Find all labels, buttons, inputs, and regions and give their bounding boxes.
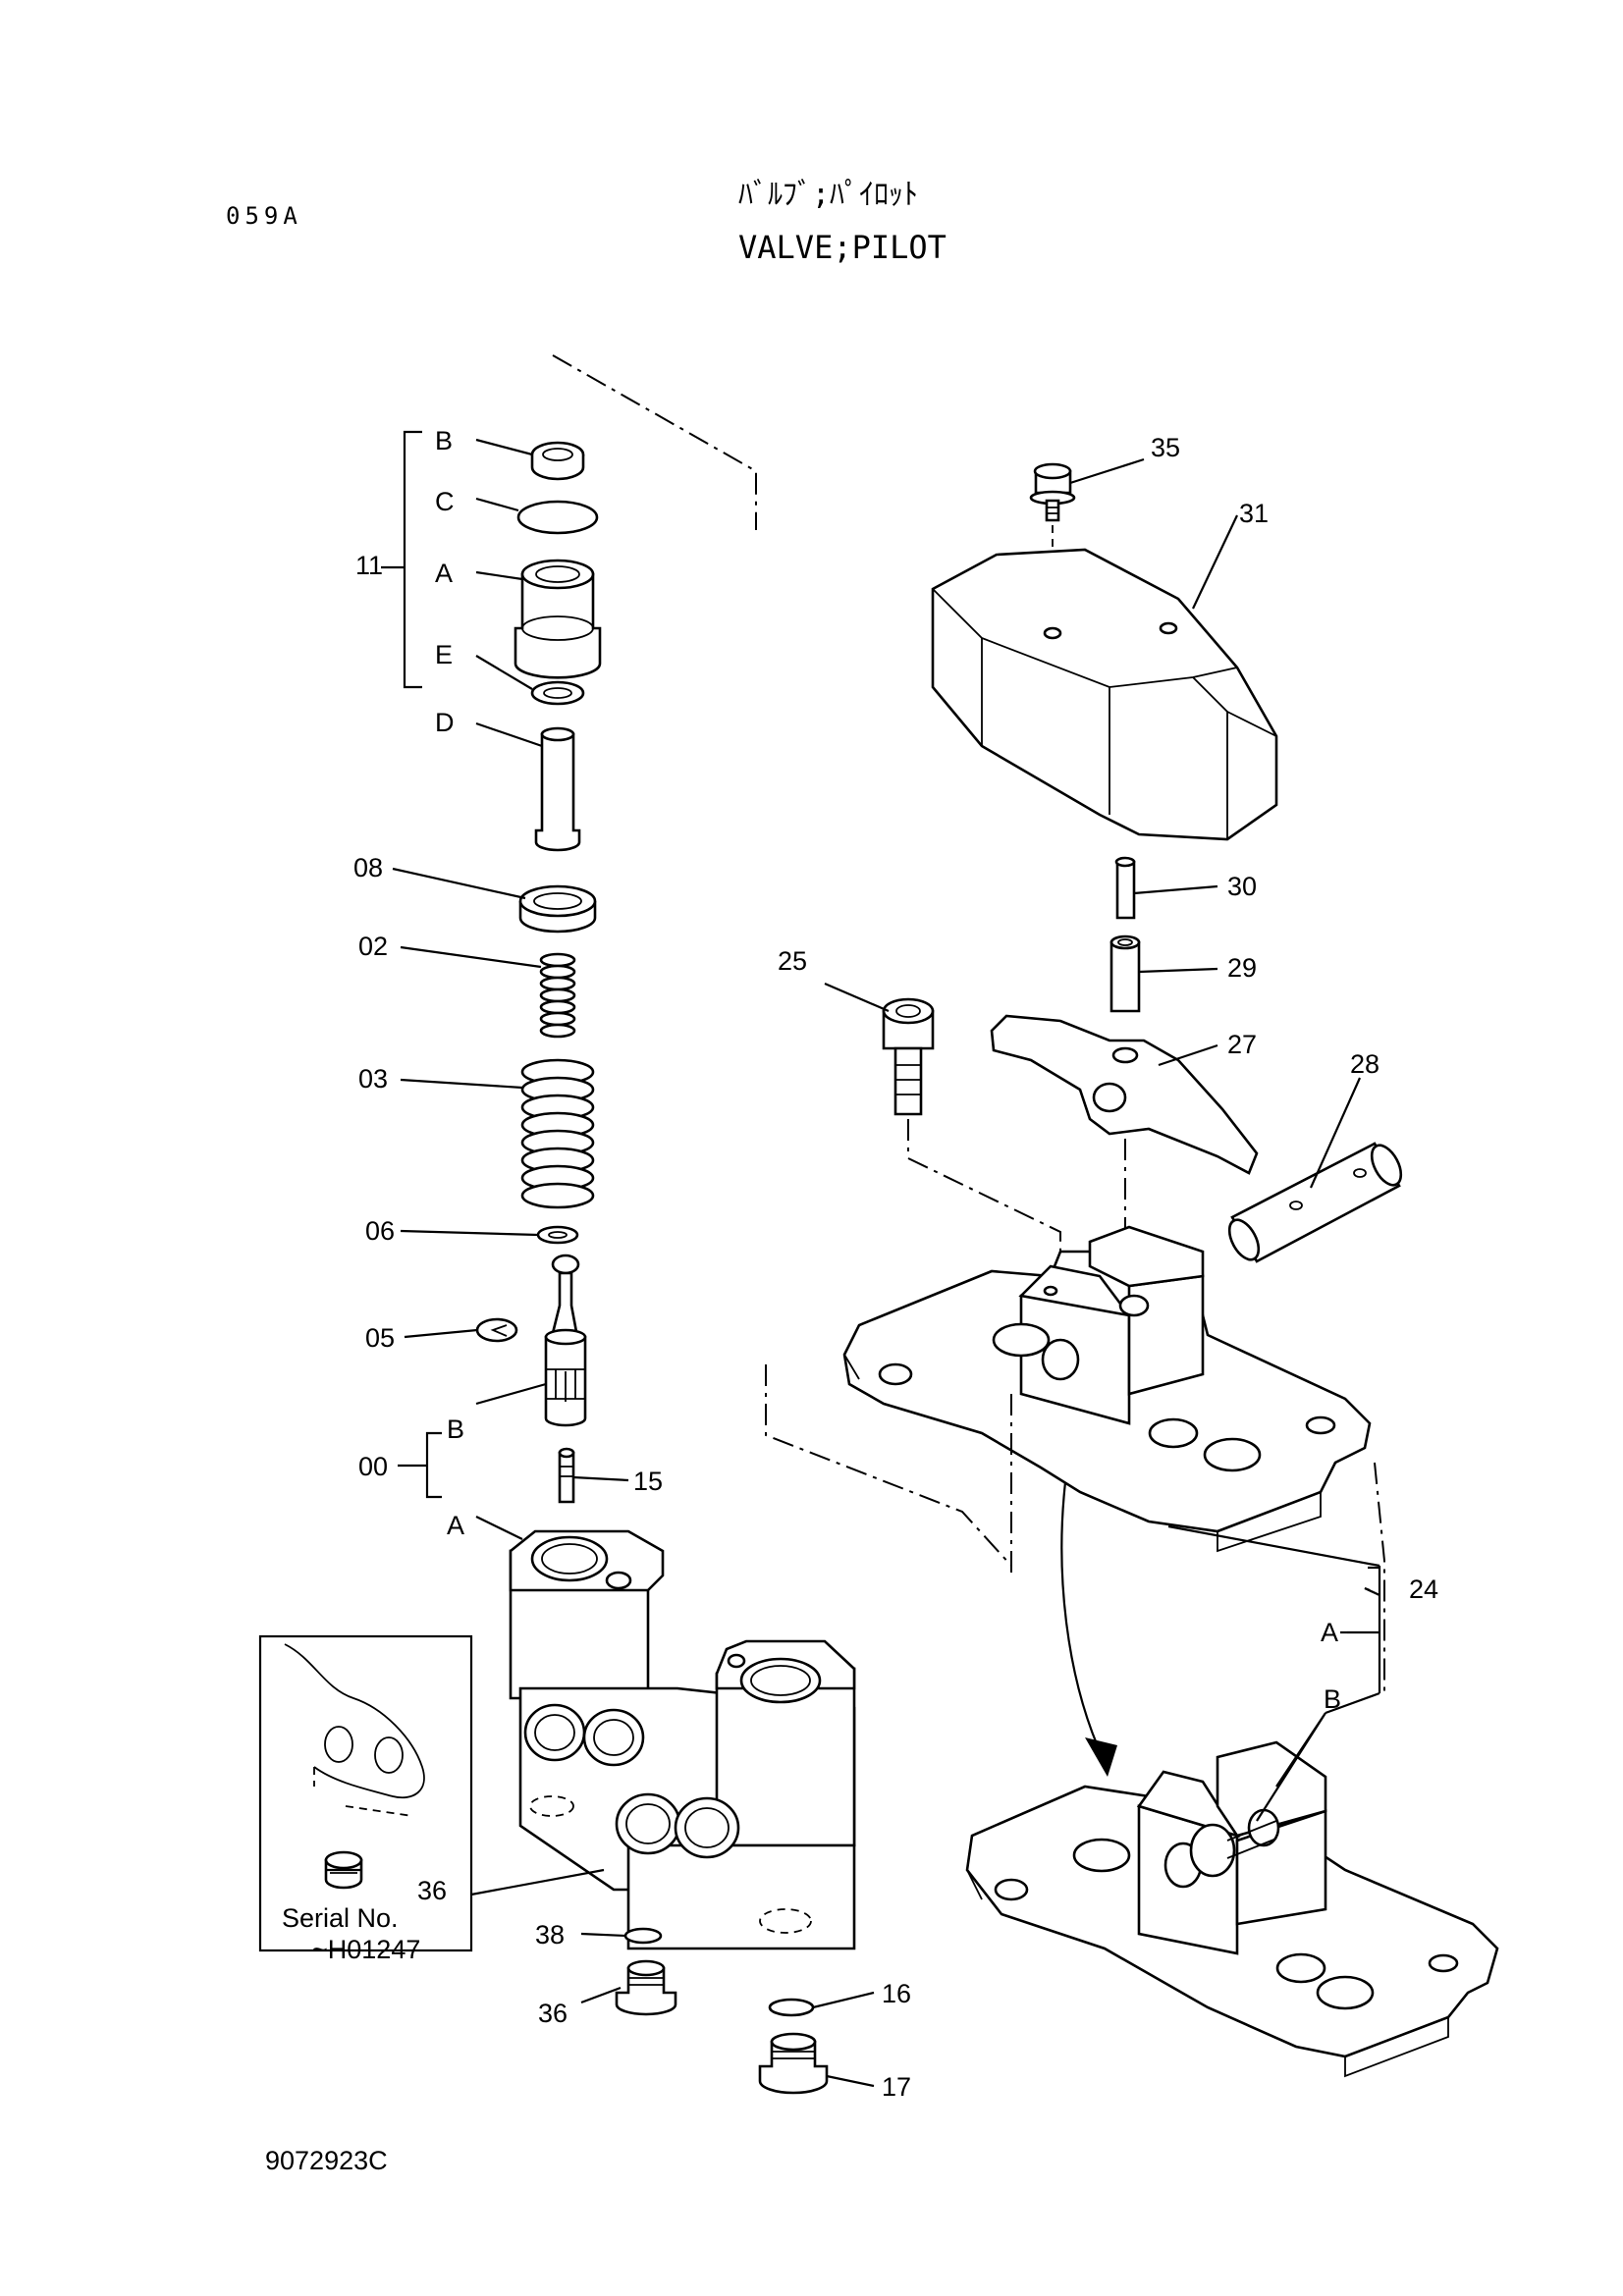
part-29-sleeve bbox=[1109, 934, 1141, 1013]
part-28-pin bbox=[1227, 1142, 1403, 1263]
section-code: 059A bbox=[226, 202, 302, 230]
part-00a-valve-body bbox=[509, 1529, 856, 1950]
callout-06: 06 bbox=[365, 1216, 395, 1246]
serial-label: Serial No. bbox=[282, 1903, 399, 1933]
callout-00: 00 bbox=[358, 1452, 388, 1481]
callout-11d: D bbox=[435, 708, 455, 737]
part-27-lever bbox=[990, 1014, 1259, 1175]
title-japanese: ﾊﾞﾙﾌﾞ;ﾊﾟｲﾛｯﾄ bbox=[738, 178, 918, 212]
callout-03: 03 bbox=[358, 1064, 388, 1094]
part-11b-ring bbox=[530, 441, 585, 481]
part-00b-spool bbox=[544, 1254, 587, 1427]
part-16-o-ring bbox=[768, 1998, 815, 2017]
callout-31: 31 bbox=[1239, 499, 1269, 528]
part-15-pin bbox=[558, 1447, 575, 1504]
callout-11e: E bbox=[435, 640, 453, 669]
part-11e-washer bbox=[530, 680, 585, 706]
serial-inset-box bbox=[258, 1634, 473, 1952]
part-17-plug bbox=[758, 2032, 829, 2095]
callout-11a: A bbox=[435, 559, 453, 588]
leader-lines bbox=[326, 438, 1380, 2088]
callout-27: 27 bbox=[1227, 1030, 1257, 1059]
part-31-cover bbox=[931, 548, 1278, 841]
part-11c-o-ring bbox=[516, 500, 599, 535]
callout-24a: A bbox=[1321, 1618, 1338, 1647]
bracket-11 bbox=[381, 430, 422, 689]
callout-29: 29 bbox=[1227, 953, 1257, 983]
callout-36-inset: 36 bbox=[417, 1876, 447, 1905]
part-06-washer bbox=[536, 1225, 579, 1245]
part-30-pin bbox=[1114, 856, 1136, 920]
serial-range: ~H01247 bbox=[312, 1935, 420, 1964]
callout-24: 24 bbox=[1409, 1575, 1438, 1604]
callout-08: 08 bbox=[353, 853, 383, 882]
part-24-bracket-plate bbox=[842, 1225, 1372, 1553]
part-03-spring bbox=[520, 1058, 595, 1209]
callout-28: 28 bbox=[1350, 1049, 1380, 1079]
part-38-o-ring bbox=[623, 1927, 663, 1945]
title-english: VALVE;PILOT bbox=[738, 229, 947, 266]
assembly-dash-line-top bbox=[552, 354, 757, 530]
bracket-00 bbox=[398, 1431, 442, 1499]
callout-24b: B bbox=[1324, 1684, 1341, 1714]
part-08-seat bbox=[518, 884, 597, 934]
part-35-bolt bbox=[1029, 462, 1076, 522]
inset-leader bbox=[470, 1868, 605, 1896]
callout-25: 25 bbox=[778, 946, 807, 976]
leader-24-b bbox=[1256, 1691, 1380, 1822]
assembly-arrow bbox=[1060, 1481, 1117, 1777]
callout-17: 17 bbox=[882, 2072, 911, 2102]
callout-11: 11 bbox=[355, 551, 383, 580]
assembled-plate bbox=[965, 1740, 1499, 2078]
part-11a-bushing bbox=[514, 559, 602, 679]
callout-38: 38 bbox=[535, 1920, 565, 1949]
part-05-clip bbox=[475, 1317, 518, 1343]
part-02-spring bbox=[539, 952, 576, 1039]
callout-35: 35 bbox=[1151, 433, 1180, 462]
callout-00a: A bbox=[447, 1511, 464, 1540]
callout-15: 15 bbox=[633, 1467, 663, 1496]
callout-30: 30 bbox=[1227, 872, 1257, 901]
callout-11b: B bbox=[435, 426, 453, 455]
bracket-24-ab bbox=[1347, 1566, 1381, 1693]
callout-00b: B bbox=[447, 1415, 464, 1444]
callout-16: 16 bbox=[882, 1979, 911, 2008]
callout-36: 36 bbox=[538, 1999, 568, 2028]
part-11d-pin bbox=[534, 726, 581, 852]
callout-02: 02 bbox=[358, 932, 388, 961]
part-36-plug bbox=[615, 1959, 677, 2016]
callout-11c: C bbox=[435, 487, 455, 516]
part-25-cap-screw bbox=[882, 997, 935, 1116]
callout-05: 05 bbox=[365, 1323, 395, 1353]
drawing-number: 9072923C bbox=[265, 2146, 388, 2175]
